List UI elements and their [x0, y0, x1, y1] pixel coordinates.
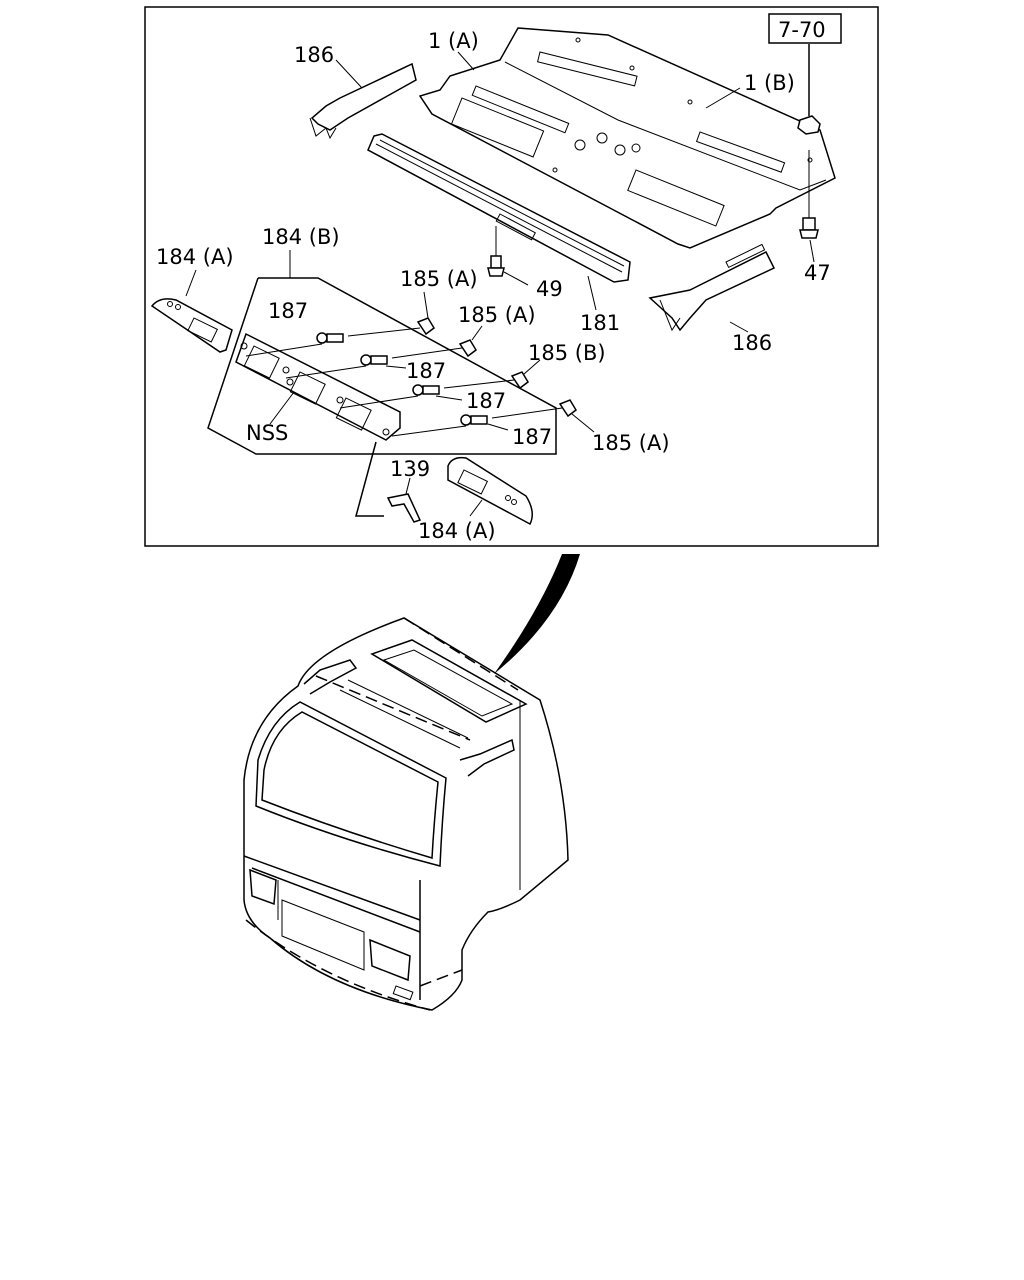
headliner-panel	[418, 27, 836, 249]
clip-part	[797, 44, 821, 135]
trim-186-top	[309, 62, 417, 140]
label-186-right: 186	[732, 331, 772, 355]
label-186-top: 186	[294, 43, 334, 67]
label-47: 47	[804, 261, 831, 285]
label-187-2: 187	[406, 359, 446, 383]
label-1b: 1 (B)	[744, 71, 795, 95]
console-184b	[235, 332, 401, 441]
pointer-wedge	[494, 554, 580, 674]
label-184a-left: 184 (A)	[156, 245, 234, 269]
diagram-frame	[144, 6, 879, 547]
label-1a: 1 (A)	[428, 29, 479, 53]
label-187-4: 187	[512, 425, 552, 449]
label-187-3: 187	[466, 389, 506, 413]
reference-box-label: 7-70	[778, 18, 826, 42]
truck-cab	[243, 617, 569, 1011]
group-outline-184b	[207, 277, 557, 455]
clips-185	[416, 291, 595, 433]
label-49: 49	[536, 277, 563, 301]
label-181: 181	[580, 311, 620, 335]
screws-187	[245, 327, 563, 437]
label-184b: 184 (B)	[262, 225, 340, 249]
label-139: 139	[390, 457, 430, 481]
label-185b: 185 (B)	[528, 341, 606, 365]
lamp-184a-bottom	[447, 456, 533, 526]
lamp-184a-left	[150, 269, 233, 353]
label-184a-bottom: 184 (A)	[418, 519, 496, 543]
reference-box	[768, 13, 842, 44]
label-185a-3: 185 (A)	[592, 431, 670, 455]
front-rail	[367, 133, 631, 283]
label-nss: NSS	[246, 421, 288, 445]
trim-186-right	[648, 243, 776, 332]
bracket-139	[355, 441, 422, 523]
label-187-1: 187	[268, 299, 308, 323]
fastener-47	[799, 150, 819, 263]
label-185a-1: 185 (A)	[400, 267, 478, 291]
label-185a-2: 185 (A)	[458, 303, 536, 327]
fastener-49	[487, 226, 529, 286]
